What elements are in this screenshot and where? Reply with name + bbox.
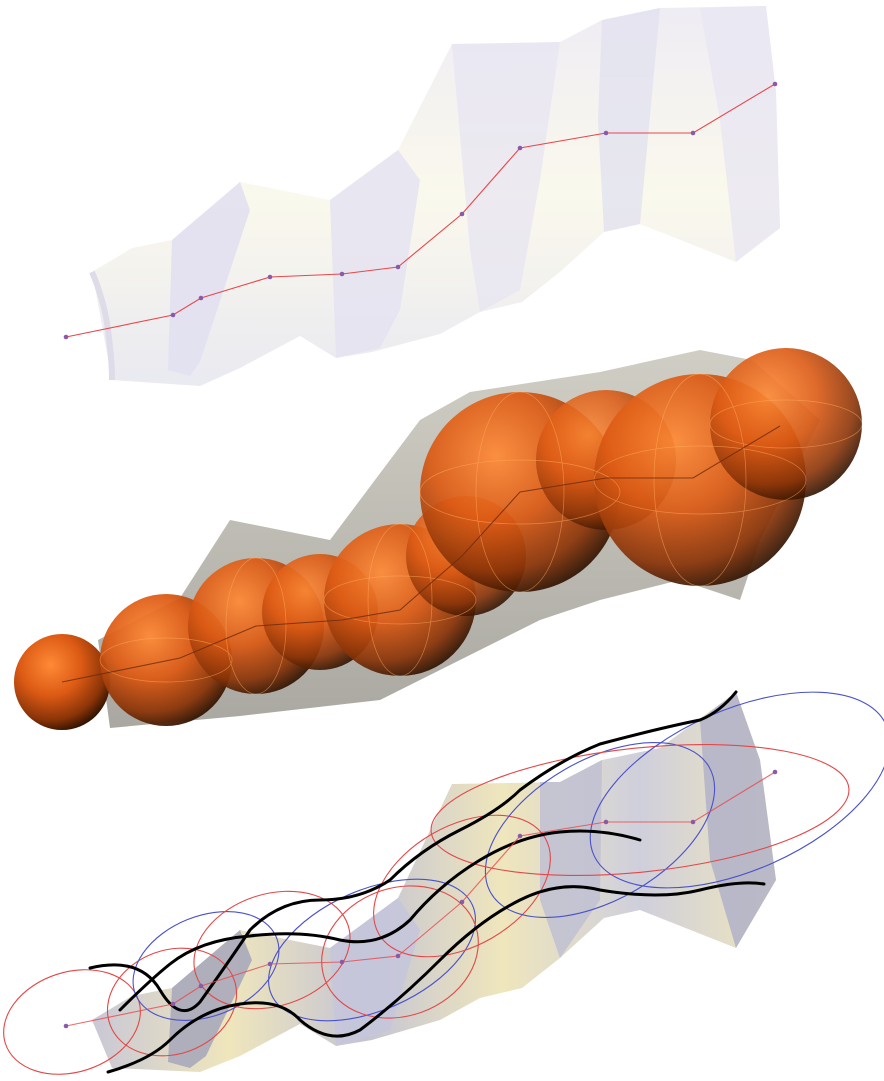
sphere (710, 348, 862, 500)
skeleton-node (64, 1024, 69, 1029)
skeleton-node (604, 131, 609, 136)
skeleton-node (340, 960, 345, 965)
skeleton-node (691, 131, 696, 136)
sphere-group (14, 348, 862, 730)
translucent-tube-panel (92, 6, 780, 386)
skeleton-node (460, 212, 465, 217)
skeleton-node (268, 275, 273, 280)
skeleton-node (773, 82, 778, 87)
skeleton-node (396, 954, 401, 959)
skeleton-node (604, 820, 609, 825)
skeleton-node (64, 335, 69, 340)
skeleton-node (518, 146, 523, 151)
skeleton-node (691, 820, 696, 825)
skeleton-node (396, 265, 401, 270)
skeleton-node (773, 770, 778, 775)
skeleton-node (460, 900, 465, 905)
skeleton-node (518, 834, 523, 839)
skeleton-node (340, 272, 345, 277)
skeleton-node (268, 962, 273, 967)
solid-tube-panel (92, 692, 776, 1072)
skeleton-node (199, 296, 204, 301)
skeleton-node (199, 984, 204, 989)
skeleton-node (171, 1002, 176, 1007)
sphere-panel (14, 348, 862, 730)
skeleton-node (171, 313, 176, 318)
